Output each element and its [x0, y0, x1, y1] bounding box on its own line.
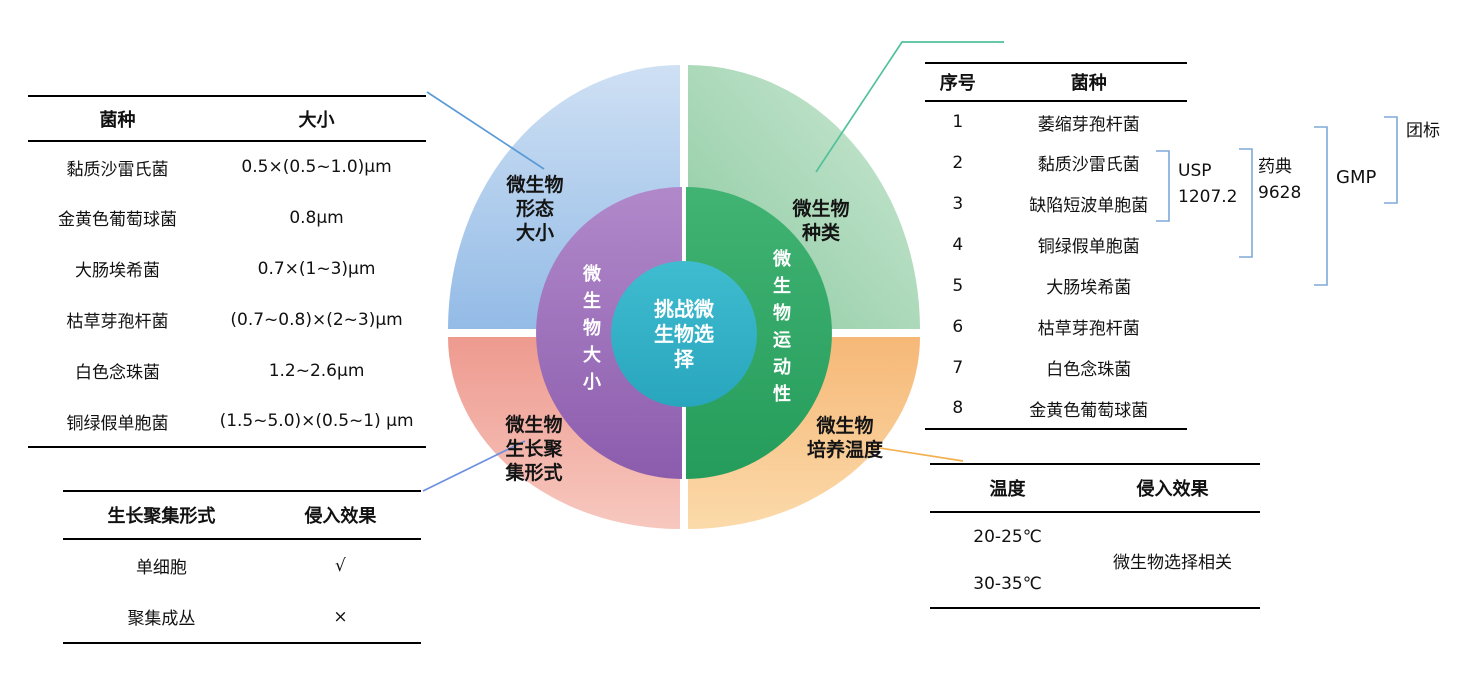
- table-row: 5 大肠埃希菌: [925, 265, 1187, 306]
- number-cell: 1: [952, 112, 964, 132]
- species-header-number: 序号: [939, 73, 976, 94]
- size-table-header-species: 菌种: [99, 109, 136, 131]
- number-cell: 3: [952, 193, 964, 214]
- temperature-table-header-row: 温度 侵入效果: [930, 464, 1260, 512]
- size-cell: 0.7×(1~3)μm: [257, 258, 376, 279]
- aggregation-table: 生长聚集形式 侵入效果 单细胞 √ 聚集成丛 ×: [63, 490, 421, 644]
- table-row: 8 金黄色葡萄球菌: [925, 388, 1187, 429]
- quadrant-label-species: 微生物 种类: [792, 198, 850, 244]
- table-row: 黏质沙雷氏菌 0.5×(0.5~1.0)μm: [28, 141, 426, 192]
- table-row: 金黄色葡萄球菌 0.8μm: [28, 192, 426, 243]
- species-cell: 铜绿假单胞菌: [1037, 237, 1140, 257]
- size-table-header-row: 菌种 大小: [28, 96, 426, 141]
- table-row: 白色念珠菌 1.2~2.6μm: [28, 345, 426, 396]
- temperature-cell: 30-35℃: [973, 573, 1042, 594]
- bracket-gmp: [1314, 126, 1328, 286]
- size-table: 菌种 大小 黏质沙雷氏菌 0.5×(0.5~1.0)μm 金黄色葡萄球菌 0.8…: [28, 95, 426, 448]
- core-label: 挑战微 生物选 择: [654, 297, 714, 371]
- effect-header: 侵入效果: [1136, 479, 1209, 500]
- annotation-pharmacopoeia-9628: 药典 9628: [1258, 157, 1302, 203]
- species-table-header-row: 序号 菌种: [925, 63, 1187, 101]
- species-cell: 枯草芽孢杆菌: [1037, 319, 1140, 339]
- table-row: 3 缺陷短波单胞菌: [925, 183, 1187, 224]
- effect-cell: √: [335, 555, 346, 576]
- species-cell: 铜绿假单胞菌: [66, 413, 169, 434]
- aggregation-header-form: 生长聚集形式: [107, 506, 216, 527]
- annotation-group-standard: 团标: [1406, 121, 1440, 141]
- species-cell: 枯草芽孢杆菌: [66, 312, 169, 332]
- inner-ring-size-shape: [536, 187, 682, 479]
- species-cell: 大肠埃希菌: [1046, 278, 1132, 298]
- number-cell: 7: [952, 357, 964, 378]
- number-cell: 2: [952, 152, 964, 173]
- inner-ring-motility-shape: [686, 187, 832, 479]
- species-header-name: 菌种: [1070, 73, 1107, 94]
- table-row: 大肠埃希菌 0.7×(1~3)μm: [28, 243, 426, 294]
- species-cell: 缺陷短波单胞菌: [1029, 196, 1149, 216]
- table-row: 7 白色念珠菌: [925, 347, 1187, 388]
- form-cell: 聚集成丛: [127, 609, 196, 629]
- table-row: 2 黏质沙雷氏菌: [925, 142, 1187, 183]
- number-cell: 5: [952, 275, 964, 296]
- species-cell: 大肠埃希菌: [75, 261, 161, 281]
- size-cell: 0.5×(0.5~1.0)μm: [241, 157, 392, 177]
- table-row: 6 枯草芽孢杆菌: [925, 306, 1187, 347]
- inner-ring-label-motility: 微生物运动性: [770, 249, 791, 411]
- species-cell: 白色念珠菌: [1046, 360, 1132, 380]
- number-cell: 6: [952, 316, 964, 337]
- aggregation-header-effect: 侵入效果: [304, 506, 377, 527]
- species-cell: 金黄色葡萄球菌: [1029, 400, 1149, 421]
- connector-temperature-table-line: [866, 445, 964, 462]
- connector-species-table-line: [815, 41, 1004, 173]
- size-table-header-size: 大小: [298, 109, 335, 131]
- temperature-table: 温度 侵入效果 20-25℃ 微生物选择相关 30-35℃: [930, 463, 1260, 609]
- species-table: 序号 菌种 1 萎缩芽孢杆菌 2 黏质沙雷氏菌 3 缺陷短波单胞菌 4 铜绿假单…: [925, 62, 1187, 430]
- species-cell: 黏质沙雷氏菌: [1037, 155, 1140, 175]
- temperature-cell: 20-25℃: [973, 526, 1042, 547]
- quadrant-label-aggregation: 微生物 生长聚 集形式: [505, 414, 563, 484]
- species-cell: 黏质沙雷氏菌: [66, 159, 169, 180]
- bracket-group-standard: [1384, 116, 1398, 204]
- bracket-pharmacopoeia: [1239, 148, 1253, 258]
- annotation-usp-1207: USP 1207.2: [1178, 161, 1238, 207]
- quadrant-label-temperature: 微生物 培养温度: [806, 415, 883, 461]
- size-cell: 0.8μm: [289, 207, 344, 228]
- table-row: 铜绿假单胞菌 (1.5~5.0)×(0.5~1) μm: [28, 396, 426, 447]
- quadrant-label-morphology-size: 微生物 形态 大小: [506, 174, 564, 244]
- species-cell: 金黄色葡萄球菌: [58, 210, 178, 230]
- size-cell: (1.5~5.0)×(0.5~1) μm: [219, 411, 414, 431]
- table-row: 1 萎缩芽孢杆菌: [925, 101, 1187, 142]
- table-row: 聚集成丛 ×: [63, 591, 421, 643]
- number-cell: 8: [952, 398, 964, 418]
- size-cell: (0.7~0.8)×(2~3)μm: [230, 309, 403, 330]
- effect-cell: ×: [333, 606, 348, 627]
- number-cell: 4: [952, 234, 964, 255]
- table-row: 单细胞 √: [63, 539, 421, 591]
- core-circle-shape: [611, 261, 757, 407]
- inner-ring-label-size: 微生物大小: [580, 264, 601, 399]
- form-cell: 单细胞: [135, 558, 187, 578]
- table-row: 20-25℃ 微生物选择相关: [930, 512, 1260, 573]
- effect-cell: 微生物选择相关: [1113, 552, 1233, 573]
- bracket-usp: [1156, 150, 1170, 222]
- species-cell: 白色念珠菌: [75, 363, 161, 383]
- table-row: 4 铜绿假单胞菌: [925, 224, 1187, 265]
- connector-size-table-line: [426, 91, 545, 170]
- aggregation-table-header-row: 生长聚集形式 侵入效果: [63, 491, 421, 539]
- size-cell: 1.2~2.6μm: [268, 360, 365, 381]
- species-cell: 萎缩芽孢杆菌: [1037, 114, 1140, 135]
- temperature-header: 温度: [989, 479, 1026, 500]
- annotation-gmp: GMP: [1336, 167, 1377, 188]
- table-row: 枯草芽孢杆菌 (0.7~0.8)×(2~3)μm: [28, 294, 426, 345]
- connector-aggregation-table-line: [422, 440, 526, 492]
- table-row: 30-35℃: [930, 560, 1260, 608]
